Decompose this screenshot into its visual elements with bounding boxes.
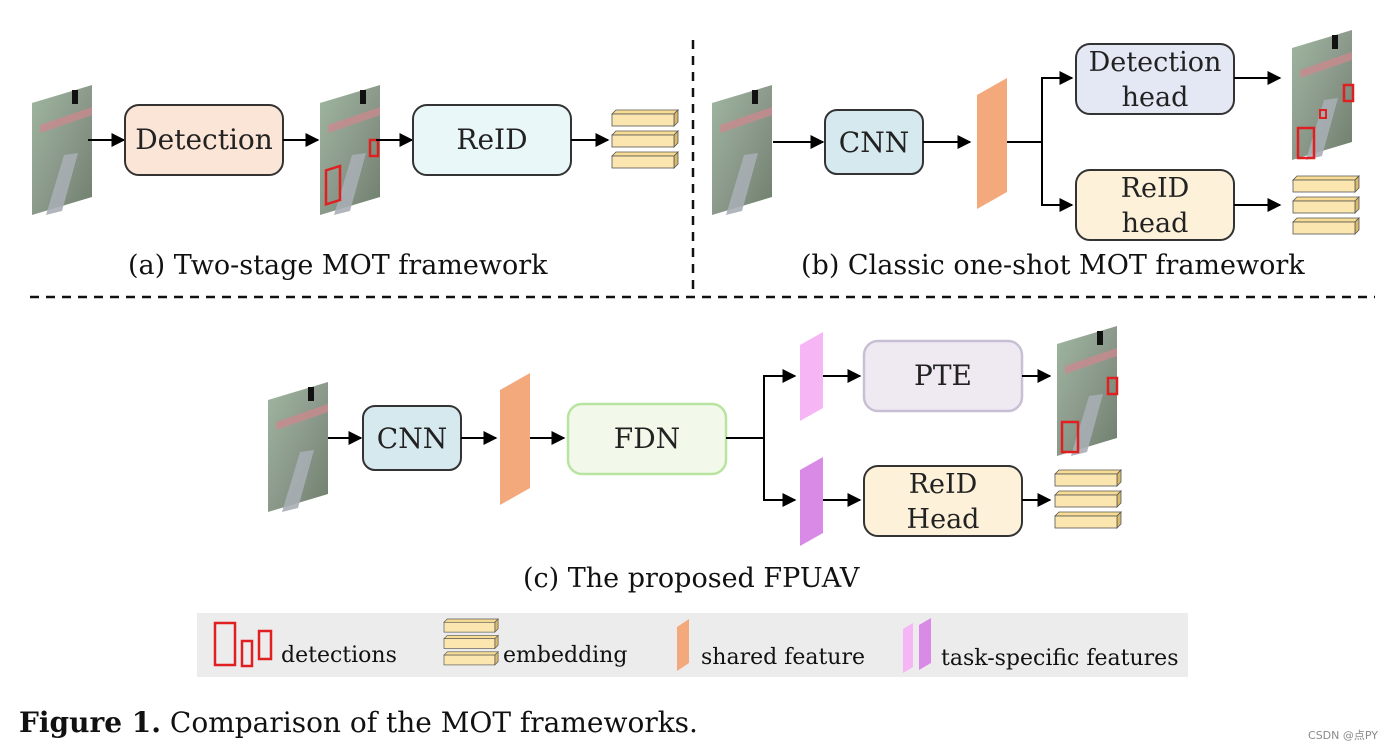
reid-head-line1-b: ReID: [1121, 173, 1190, 204]
shared-feature-swatch: [677, 619, 689, 671]
detection-label: Detection: [135, 123, 273, 156]
panel-c: CNN FDN PTE ReID Head: [268, 326, 1122, 546]
detection-head-line1: Detection: [1089, 47, 1222, 78]
reid-head-line2-c: Head: [907, 504, 980, 535]
output-frame-c: [1057, 326, 1119, 456]
branch-arrow: [1041, 142, 1074, 212]
fdn-label: FDN: [614, 422, 680, 455]
output-frame-b: [1292, 30, 1355, 160]
task-feature-swatch-light: [903, 623, 913, 673]
input-frame-b: [712, 85, 772, 215]
legend-task-specific-label: task-specific features: [941, 646, 1179, 671]
embedding-stack-c: [1054, 469, 1122, 529]
legend-embedding-label: embedding: [503, 643, 628, 668]
pte-label: PTE: [914, 359, 972, 392]
caption-panel-c: (c) The proposed FPUAV: [523, 563, 860, 594]
input-frame-c: [268, 382, 328, 512]
reid-head-line1-c: ReID: [909, 469, 978, 500]
branch-arrow: [763, 438, 797, 507]
legend-detections-label: detections: [281, 643, 397, 668]
legend-shared-feature-label: shared feature: [701, 645, 866, 670]
panel-b: CNN Detection head ReID head: [712, 30, 1360, 241]
task-feature-swatch-dark: [919, 618, 931, 670]
task-feature-detection: [800, 332, 823, 421]
embedding-stack-b: [1292, 175, 1360, 235]
embedding-stack-a: [611, 109, 679, 169]
task-feature-reid: [800, 457, 823, 546]
watermark: CSDN @点PY: [1308, 729, 1378, 742]
shared-feature-c: [500, 373, 530, 505]
caption-panel-b: (b) Classic one-shot MOT framework: [801, 250, 1305, 281]
branch-arrow: [726, 369, 797, 439]
detection-head-line2: head: [1122, 82, 1189, 113]
output-frame-a: [320, 85, 380, 215]
caption-panel-a: (a) Two-stage MOT framework: [128, 250, 548, 281]
figure-caption-text: Comparison of the MOT frameworks.: [169, 706, 698, 739]
embedding-swatch: [443, 618, 499, 666]
figure-label: Figure 1.: [19, 706, 161, 739]
cnn-label-c: CNN: [377, 422, 447, 455]
reid-head-line2-b: head: [1122, 208, 1189, 239]
detections-swatch: [213, 621, 273, 668]
panel-a: Detection ReID: [32, 85, 679, 215]
branch-arrow: [1007, 71, 1074, 143]
figure-caption: Figure 1. Comparison of the MOT framewor…: [19, 706, 698, 739]
reid-label: ReID: [456, 123, 527, 156]
legend: detections embedding shared feature task…: [197, 613, 1188, 677]
input-frame-a: [32, 85, 92, 215]
cnn-label-b: CNN: [839, 126, 909, 159]
shared-feature-b: [977, 78, 1007, 209]
